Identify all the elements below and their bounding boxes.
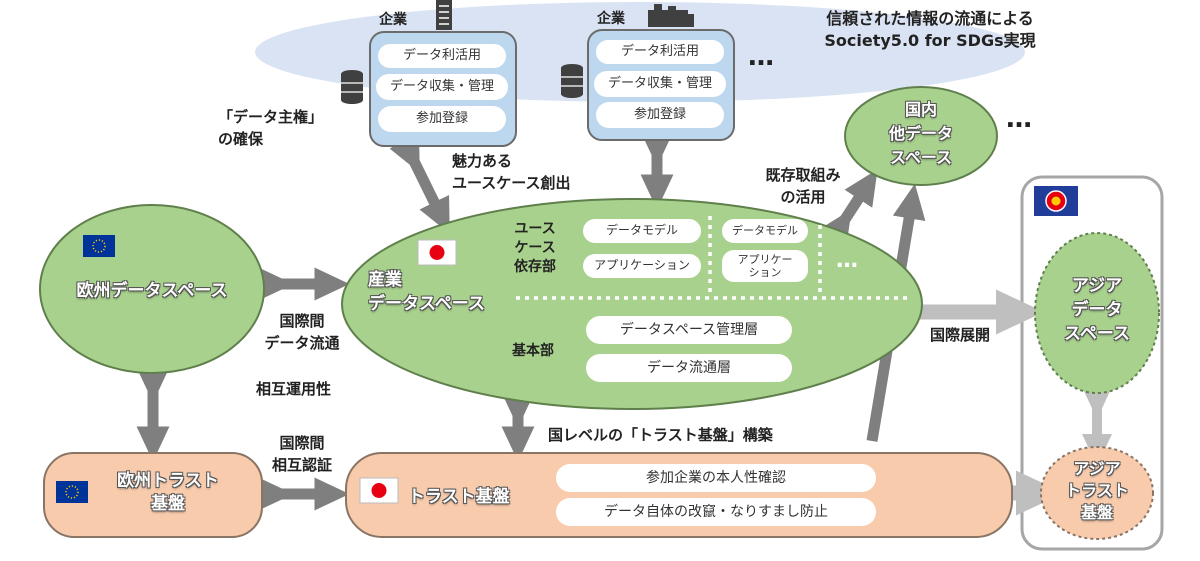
data-sovereignty-label: 「データ主権」 の確保 [218,106,323,150]
company2-data-utilization: データ利活用 [596,40,724,64]
building-icon [436,0,452,30]
industry-space-title-line2: データスペース [368,294,485,314]
use-case-creation-line1: 魅力ある [452,152,513,170]
industry-space-title: 産業 データスペース [368,268,485,316]
asia-trust-label: アジア トラスト 基盤 [1046,458,1148,524]
domestic-space-line3: スペース [889,148,953,167]
asia-trust-box [1040,446,1154,540]
usecase-label-line2: ケース [514,240,556,256]
existing-use-line1: 既存取組み [765,166,841,184]
tamper-spoof-prevention: データ自体の改竄・なりすまし防止 [556,498,876,526]
company1-data-utilization: データ利活用 [378,44,506,68]
company2-data-collection: データ収集・管理 [594,71,726,97]
eu-trust-label: 欧州トラスト 基盤 [88,470,248,516]
usecase1-data-model: データモデル [583,219,701,243]
japan-flag-icon [417,239,457,266]
intl-data-flow-line2: データ流通 [264,334,340,352]
usecase2-application: アプリケー ション [722,250,808,282]
intl-auth-label: 国際間 相互認証 [252,432,352,476]
asia-trust-line2: トラスト [1065,481,1129,500]
use-case-creation-label: 魅力ある ユースケース創出 [452,150,571,194]
data-space-management-layer: データスペース管理層 [586,316,792,344]
data-sovereignty-line2: の確保 [218,130,264,148]
identity-verification: 参加企業の本人性確認 [556,464,876,492]
domestic-space-line1: 国内 [904,100,937,119]
domestic-space-label: 国内 他データ スペース [860,98,982,170]
intl-auth-line1: 国際間 [279,434,325,452]
data-sovereignty-line1: 「データ主権」 [218,108,324,126]
database-icon [561,64,583,98]
factory-icon [648,4,694,27]
company-title-2: 企業 [597,11,625,27]
more-usecases-ellipsis: … [836,248,858,273]
eu-flag-icon [83,235,115,257]
usecase1-application: アプリケーション [583,254,701,278]
asia-data-space-line3: スペース [1064,324,1130,344]
data-distribution-layer: データ流通層 [586,354,792,382]
arrow-company1-industry [389,133,450,234]
more-companies-ellipsis: … [748,42,774,72]
eu-flag-icon [56,481,88,503]
usecase-label-line3: 依存部 [514,259,556,275]
intl-auth-line2: 相互認証 [271,456,332,474]
more-spaces-ellipsis: … [1006,104,1032,134]
japan-flag-icon [359,477,399,504]
asia-data-space [1034,232,1160,394]
asia-data-space-line1: アジア [1071,276,1123,296]
intl-data-flow-label: 国際間 データ流通 [248,310,356,354]
domestic-data-space [844,86,998,186]
asia-trust-line1: アジア [1073,459,1121,478]
company2-registration: 参加登録 [596,102,724,128]
usecase-label-line1: ユース [514,221,556,237]
asia-data-space-line2: データ [1071,300,1123,320]
intl-data-flow-line1: 国際間 [279,312,325,330]
domestic-space-line2: 他データ [888,124,953,143]
asia-trust-line3: 基盤 [1080,503,1113,522]
existing-use-line2: の活用 [780,188,826,206]
eu-trust-line2: 基盤 [151,494,185,514]
database-icon [341,70,363,104]
company1-registration: 参加登録 [378,106,506,132]
headline-line2: Society5.0 for SDGs実現 [824,31,1036,50]
asia-data-space-label: アジア データ スペース [1040,274,1154,346]
headline-line1: 信頼された情報の流通による [826,9,1034,28]
existing-use-label: 既存取組み の活用 [758,164,848,208]
base-part-label: 基本部 [512,343,554,359]
usecase2-data-model: データモデル [722,219,808,243]
arrow-industry-domestic [818,169,878,248]
company1-data-collection: データ収集・管理 [376,74,508,100]
company-title-1: 企業 [379,12,407,28]
use-case-creation-line2: ユースケース創出 [452,174,571,192]
interoperability-label: 相互運用性 [256,380,332,398]
headline: 信頼された情報の流通による Society5.0 for SDGs実現 [770,8,1090,52]
intl-expansion-label: 国際展開 [930,326,991,344]
asean-flag-icon [1034,186,1078,216]
trust-build-label: 国レベルの「トラスト基盤」構築 [548,426,773,444]
eu-data-space-label: 欧州データスペース [76,281,228,301]
eu-trust-box [43,452,263,538]
eu-trust-line1: 欧州トラスト [117,471,219,491]
usecase-dependent-label: ユース ケース 依存部 [508,220,562,277]
jp-trust-label: トラスト基盤 [408,487,510,507]
industry-space-title-line1: 産業 [368,270,402,290]
